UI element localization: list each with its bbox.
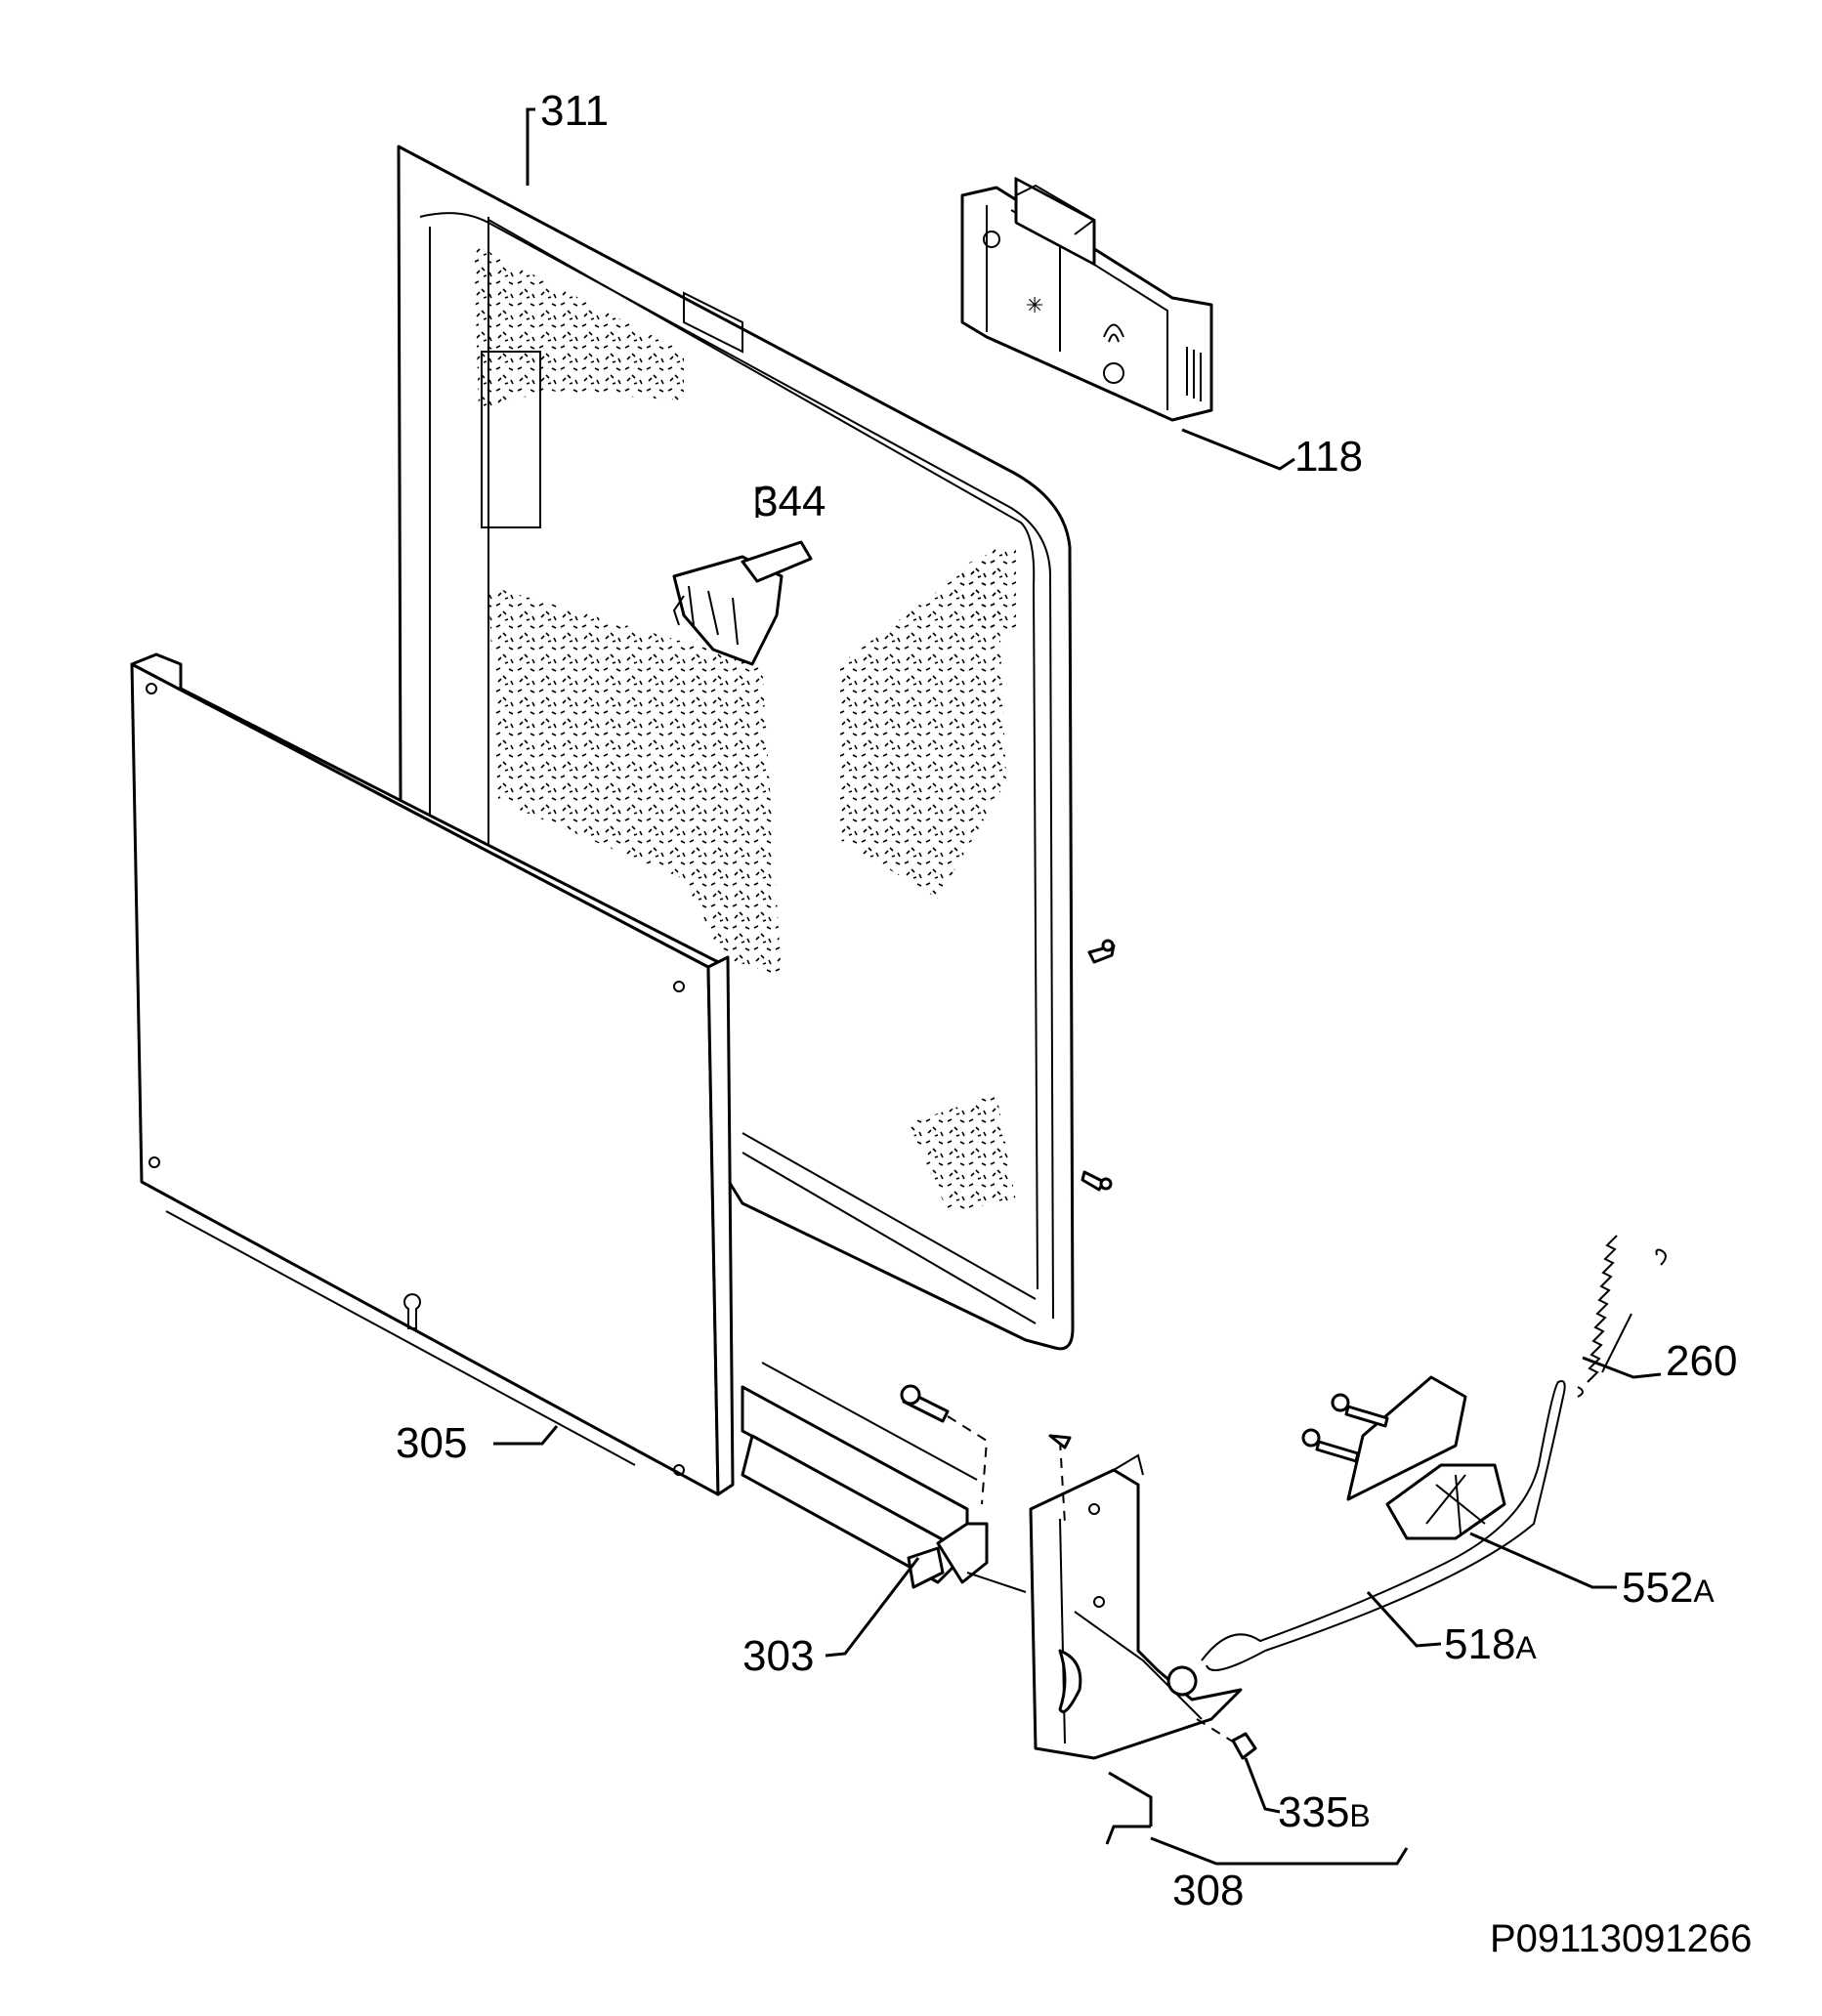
spring-260 — [1577, 1235, 1667, 1398]
label-552a-suffix: A — [1693, 1574, 1715, 1609]
nut-335b — [1231, 1732, 1257, 1760]
label-518a: 518A — [1444, 1620, 1537, 1668]
label-518a-suffix: A — [1515, 1630, 1537, 1665]
pulley-552a — [1301, 1375, 1506, 1540]
screw-303 — [900, 1384, 950, 1423]
label-552a-number: 552 — [1622, 1564, 1693, 1612]
leader-lines — [493, 107, 1662, 1866]
door-lock-344 — [672, 540, 813, 666]
label-308: 308 — [1172, 1867, 1244, 1914]
hinge-308 — [1029, 1434, 1243, 1760]
label-260: 260 — [1666, 1337, 1737, 1385]
detergent-dispenser-118: ✳ — [960, 177, 1213, 422]
label-335b: 335B — [1278, 1788, 1371, 1836]
drawing-id: P09113091266 — [1490, 1917, 1752, 1960]
label-305: 305 — [396, 1419, 467, 1467]
cable-518a — [1201, 1380, 1566, 1671]
label-311: 311 — [540, 87, 609, 135]
label-335b-suffix: B — [1349, 1798, 1370, 1833]
screw-upper-right — [1087, 939, 1116, 964]
label-118: 118 — [1294, 433, 1363, 481]
screw-303-path — [947, 1415, 989, 1505]
outer-door-panel-305 — [130, 652, 735, 1496]
label-344: 344 — [754, 478, 826, 525]
label-552a: 552A — [1622, 1564, 1715, 1612]
label-303: 303 — [742, 1632, 814, 1680]
bottom-rail-303 — [741, 1362, 1027, 1593]
svg-text:✳: ✳ — [1026, 293, 1043, 317]
label-518a-number: 518 — [1444, 1620, 1515, 1668]
nut-path — [1196, 1718, 1237, 1744]
screw-lower-right — [1080, 1170, 1113, 1192]
label-335b-number: 335 — [1278, 1788, 1349, 1836]
